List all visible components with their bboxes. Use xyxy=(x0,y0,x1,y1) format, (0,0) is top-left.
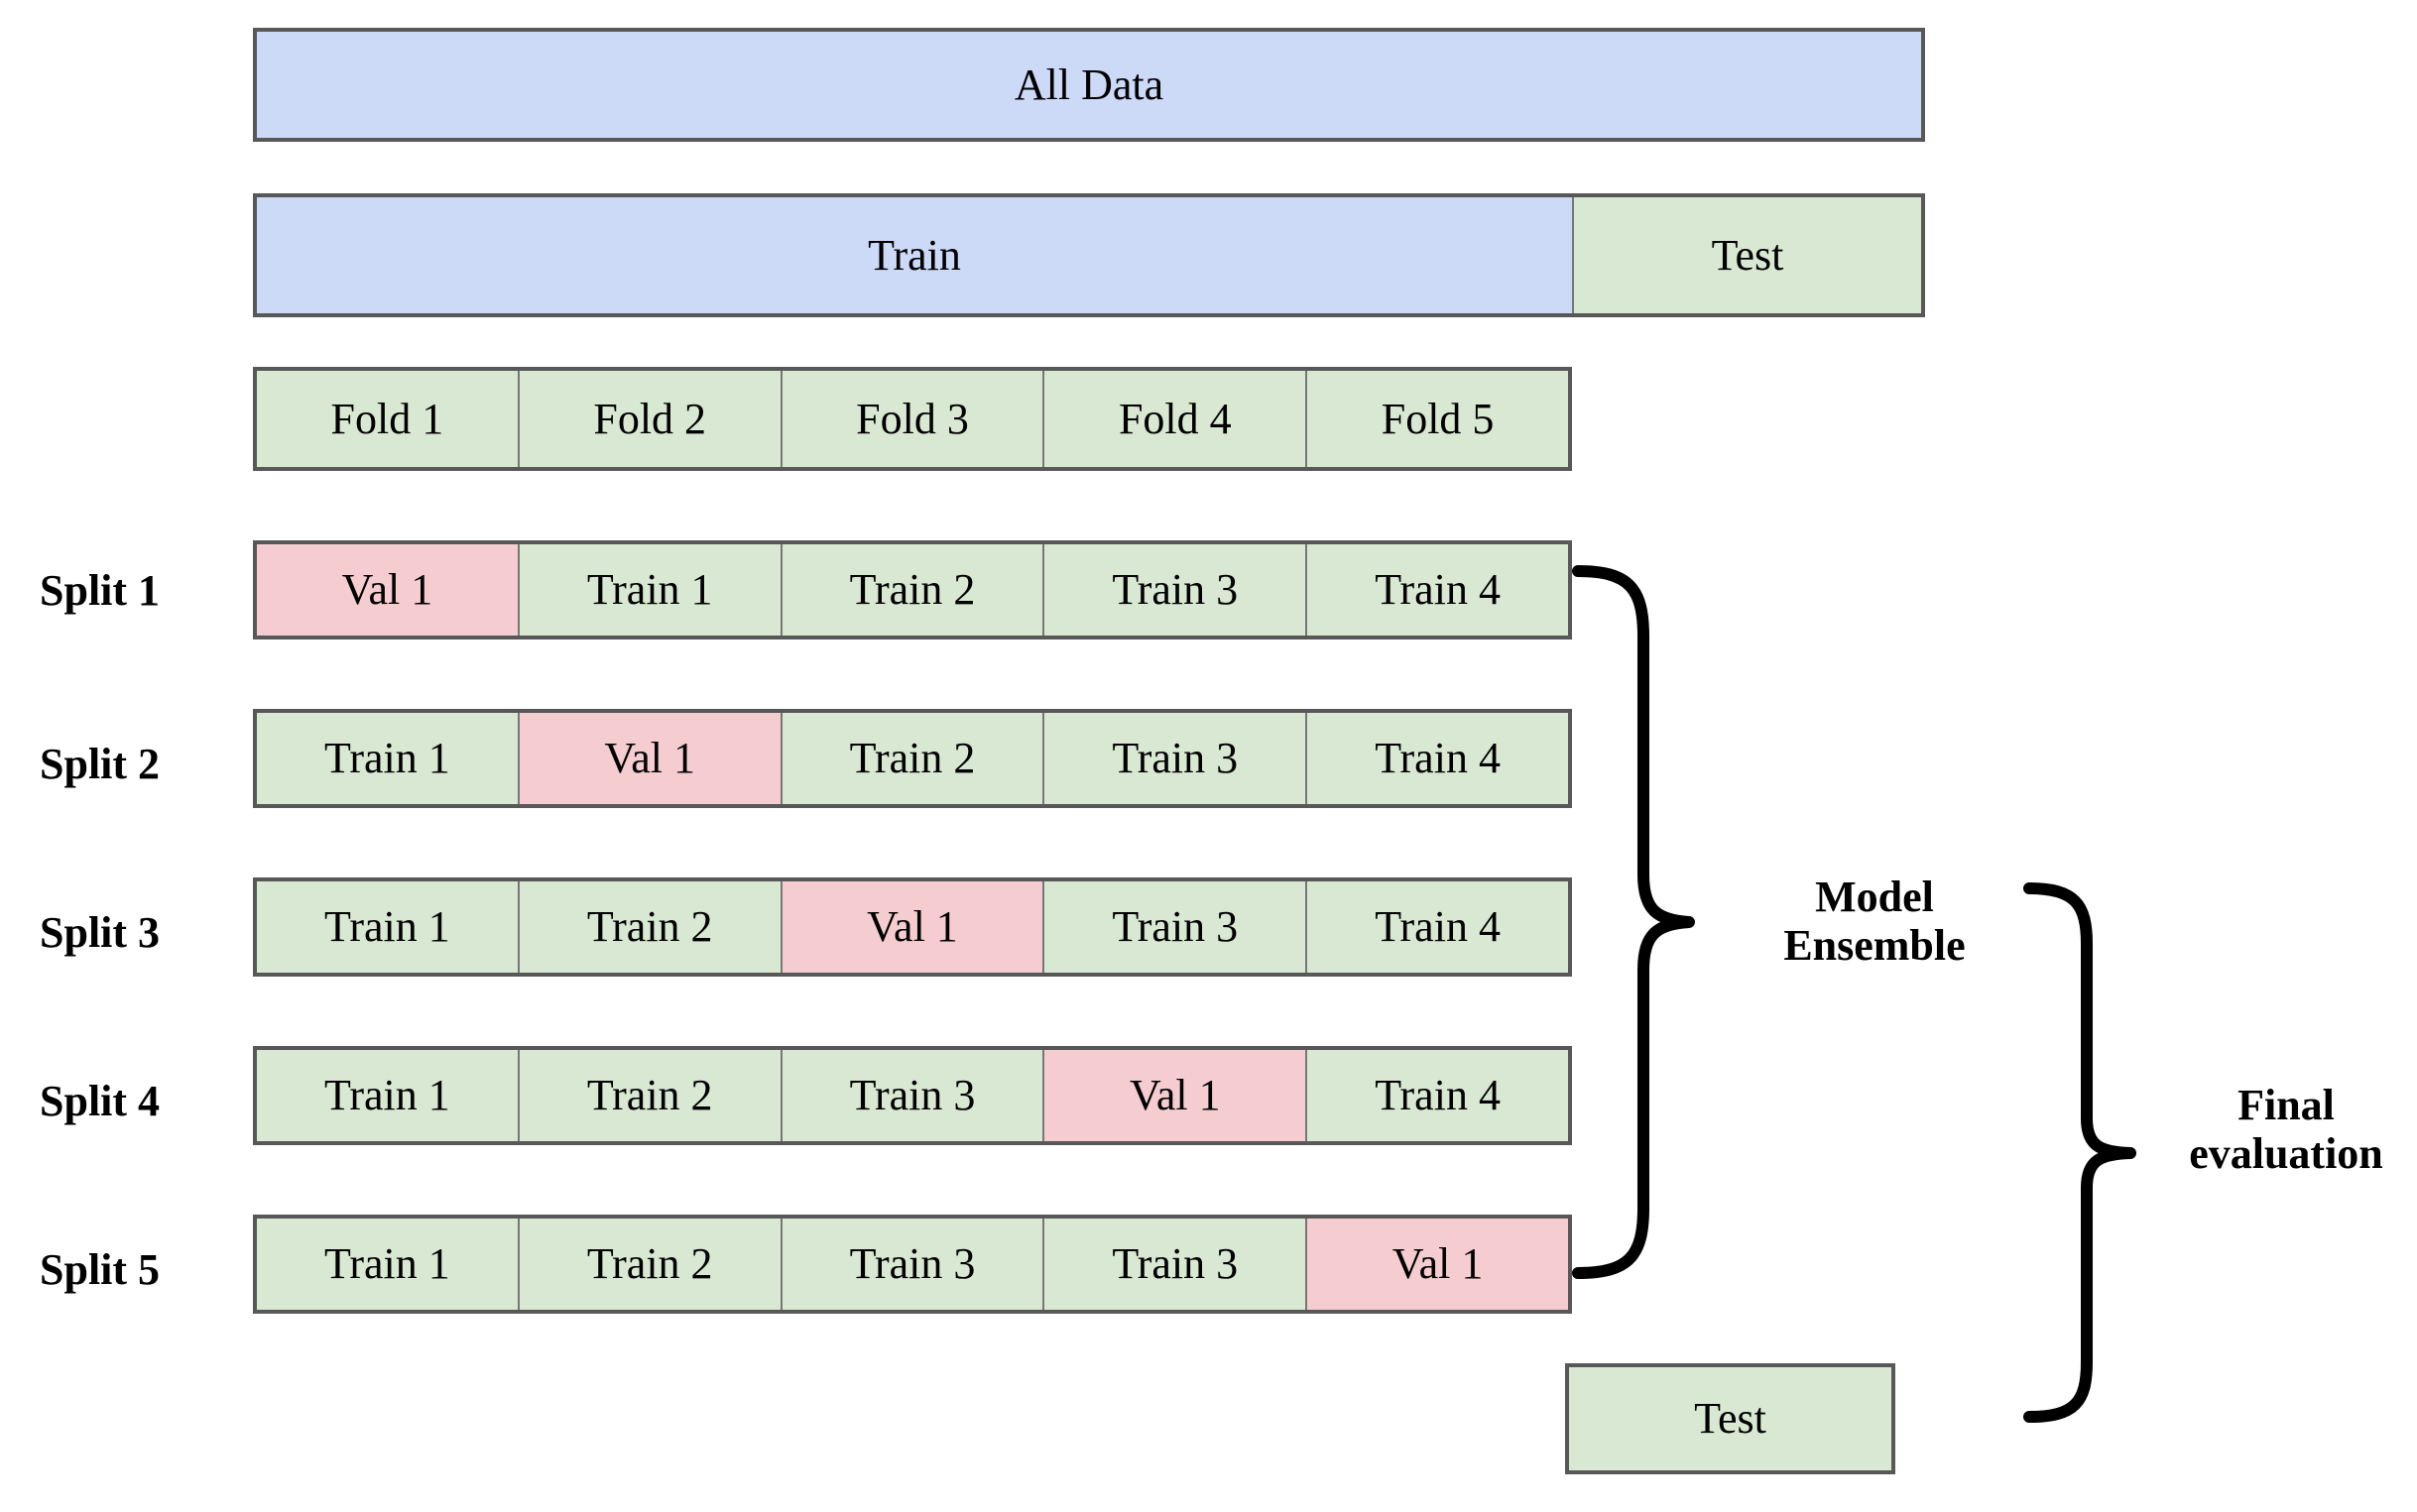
split-row-4: Train 1 Train 2 Train 3 Val 1 Train 4 xyxy=(253,1046,1572,1145)
final-test-cell: Test xyxy=(1569,1367,1891,1470)
split-1-cell-3: Train 2 xyxy=(782,544,1045,636)
split-label-5: Split 5 xyxy=(40,1244,161,1294)
model-ensemble-line-1: Model xyxy=(1815,872,1934,921)
final-evaluation-brace-svg xyxy=(2023,882,2136,1423)
split-row-5: Train 1 Train 2 Train 3 Train 3 Val 1 xyxy=(253,1215,1572,1314)
split-2-cell-3: Train 2 xyxy=(782,713,1045,804)
split-row-1: Val 1 Train 1 Train 2 Train 3 Train 4 xyxy=(253,540,1572,640)
train-test-bar: Train Test xyxy=(253,193,1925,317)
split-3-cell-2: Train 2 xyxy=(519,881,783,973)
fold-cell-4: Fold 4 xyxy=(1044,371,1308,467)
split-3-cell-5: Train 4 xyxy=(1307,881,1568,973)
split-4-cell-1: Train 1 xyxy=(257,1050,520,1141)
split-3-cell-3: Val 1 xyxy=(782,881,1045,973)
fold-cell-1: Fold 1 xyxy=(257,371,520,467)
split-5-cell-3: Train 3 xyxy=(782,1219,1045,1310)
split-1-cell-5: Train 4 xyxy=(1307,544,1568,636)
split-4-cell-2: Train 2 xyxy=(519,1050,783,1141)
split-5-cell-4: Train 3 xyxy=(1044,1219,1308,1310)
split-4-cell-5: Train 4 xyxy=(1307,1050,1568,1141)
test-cell: Test xyxy=(1574,197,1921,313)
split-2-cell-1: Train 1 xyxy=(257,713,520,804)
final-test-bar: Test xyxy=(1565,1363,1895,1474)
split-label-2: Split 2 xyxy=(40,739,161,788)
fold-cell-5: Fold 5 xyxy=(1307,371,1568,467)
split-label-3: Split 3 xyxy=(40,907,161,957)
split-3-cell-1: Train 1 xyxy=(257,881,520,973)
split-label-1: Split 1 xyxy=(40,565,161,615)
split-5-cell-5: Val 1 xyxy=(1307,1219,1568,1310)
split-5-cell-1: Train 1 xyxy=(257,1219,520,1310)
final-evaluation-brace xyxy=(2023,882,2152,1423)
final-evaluation-label: Final evaluation xyxy=(2162,1081,2410,1179)
split-2-cell-4: Train 3 xyxy=(1044,713,1308,804)
all-data-bar: All Data xyxy=(253,28,1925,142)
model-ensemble-brace-svg xyxy=(1572,565,1695,1279)
split-5-cell-2: Train 2 xyxy=(519,1219,783,1310)
train-cell: Train xyxy=(257,197,1574,313)
split-row-3: Train 1 Train 2 Val 1 Train 3 Train 4 xyxy=(253,877,1572,977)
split-4-cell-3: Train 3 xyxy=(782,1050,1045,1141)
model-ensemble-brace xyxy=(1572,565,1711,1279)
all-data-cell: All Data xyxy=(257,32,1921,138)
split-label-4: Split 4 xyxy=(40,1076,161,1125)
final-evaluation-line-1: Final xyxy=(2237,1081,2335,1129)
split-1-cell-2: Train 1 xyxy=(519,544,783,636)
model-ensemble-label: Model Ensemble xyxy=(1746,872,2003,971)
final-evaluation-line-2: evaluation xyxy=(2189,1129,2383,1179)
folds-bar: Fold 1 Fold 2 Fold 3 Fold 4 Fold 5 xyxy=(253,367,1572,471)
split-2-cell-2: Val 1 xyxy=(519,713,783,804)
split-row-2: Train 1 Val 1 Train 2 Train 3 Train 4 xyxy=(253,709,1572,808)
fold-cell-2: Fold 2 xyxy=(519,371,783,467)
fold-cell-3: Fold 3 xyxy=(782,371,1045,467)
split-4-cell-4: Val 1 xyxy=(1044,1050,1308,1141)
split-3-cell-4: Train 3 xyxy=(1044,881,1308,973)
split-2-cell-5: Train 4 xyxy=(1307,713,1568,804)
split-1-cell-4: Train 3 xyxy=(1044,544,1308,636)
split-1-cell-1: Val 1 xyxy=(257,544,520,636)
model-ensemble-line-2: Ensemble xyxy=(1783,921,1966,971)
